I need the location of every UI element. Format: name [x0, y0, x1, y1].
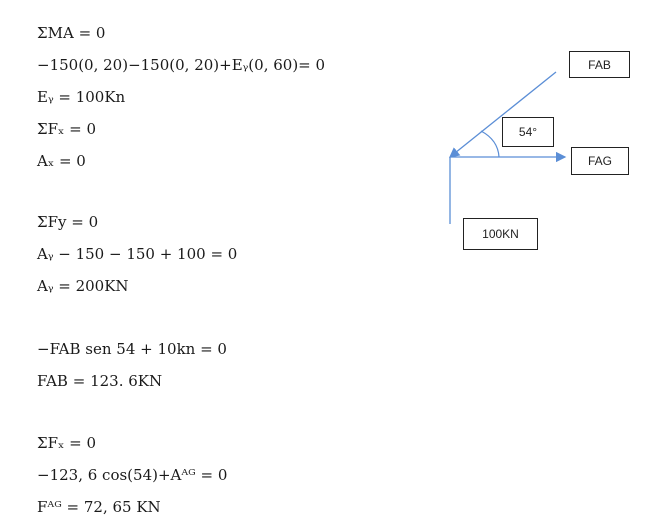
equation-ay-expansion: Aᵧ − 150 − 150 + 100 = 0: [37, 245, 238, 263]
equation-moment-expansion: −150(0, 20)−150(0, 20)+Eᵧ(0, 60)= 0: [37, 56, 326, 74]
fab-label-box: FAB: [569, 51, 630, 78]
equation-ay-result: Aᵧ = 200KN: [37, 277, 129, 295]
equation-sum-fy: ΣFy = 0: [37, 213, 99, 231]
fab-force-arrow: [448, 71, 557, 158]
equation-sum-moments-a: ΣMA = 0: [37, 24, 106, 42]
equation-sum-fx: ΣFₓ = 0: [37, 120, 97, 138]
equation-fag-balance: −123, 6 cos(54)+Aᴬᴳ = 0: [37, 466, 228, 484]
equation-sum-fx-2: ΣFₓ = 0: [37, 434, 97, 452]
equation-fag-result: Fᴬᴳ = 72, 65 KN: [37, 498, 161, 516]
load-label-box: 100KN: [463, 218, 538, 250]
equation-fab-balance: −FAB sen 54 + 10kn = 0: [37, 340, 227, 358]
angle-label-box: 54°: [502, 117, 554, 147]
fag-label-box: FAG: [571, 147, 629, 175]
angle-arc: [480, 130, 500, 158]
equation-ax-result: Aₓ = 0: [37, 152, 86, 170]
equation-ey-result: Eᵧ = 100Kn: [37, 88, 126, 106]
equation-fab-result: FAB = 123. 6KN: [37, 372, 163, 390]
